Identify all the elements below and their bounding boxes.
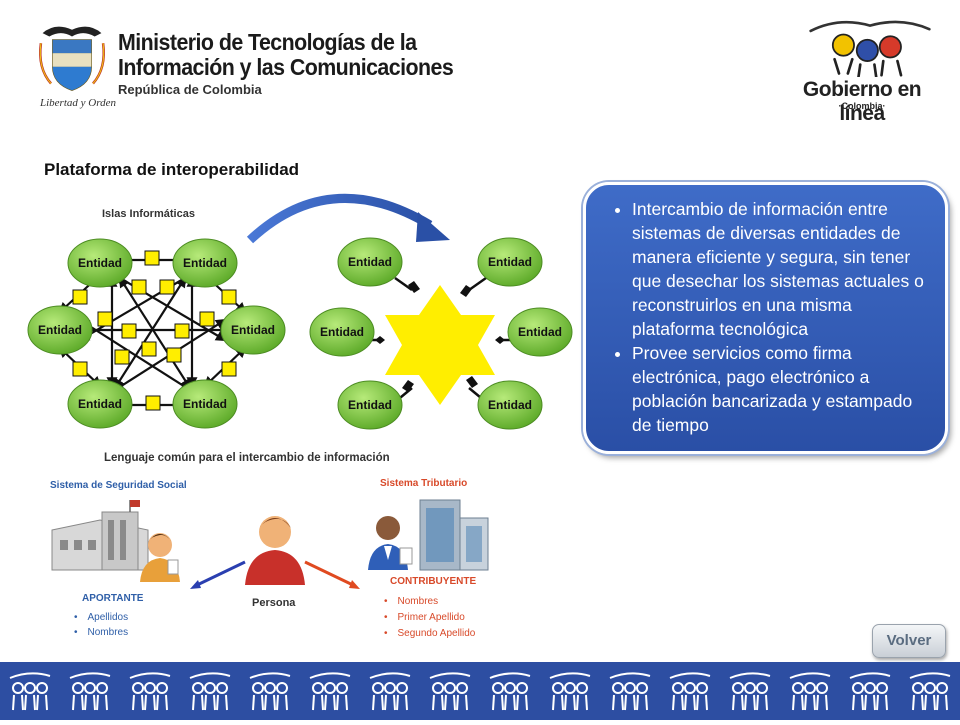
back-button[interactable]: Volver xyxy=(872,624,946,658)
people-pattern-icon xyxy=(9,672,951,711)
footer-people-icon xyxy=(849,672,891,711)
footer-people-icon xyxy=(429,672,471,711)
systems-illustration xyxy=(51,499,489,589)
gel-country: ·Colombia· xyxy=(838,101,886,111)
list-item: Segundo Apellido xyxy=(384,626,476,642)
ministry-subtitle: República de Colombia xyxy=(118,82,262,97)
footer-people-icon xyxy=(129,672,171,711)
page-title: Plataforma de interoperabilidad xyxy=(44,160,300,179)
social-security-title: Sistema de Seguridad Social xyxy=(50,480,187,491)
entity-label: Entidad xyxy=(183,256,227,270)
interoperability-diagram: Entidad Entidad Entidad Entidad Entidad … xyxy=(27,193,573,430)
info-bullet: Provee servicios como firma electrónica,… xyxy=(632,341,931,437)
entity-label: Entidad xyxy=(488,398,532,412)
ministry-line-2: Información y las Comunicaciones xyxy=(118,54,454,80)
persona-label: Persona xyxy=(252,597,296,609)
ministry-name: Ministerio de Tecnologías de la Informac… xyxy=(118,29,478,98)
info-bullet: Intercambio de información entre sistema… xyxy=(632,197,931,341)
entity-label: Entidad xyxy=(320,325,364,339)
building-icon xyxy=(419,499,489,571)
building-icon xyxy=(51,500,149,571)
list-item: Primer Apellido xyxy=(384,610,475,626)
entity-label: Entidad xyxy=(231,323,275,337)
footer-people-icon xyxy=(909,672,951,711)
gel-title: Gobierno en línea xyxy=(802,78,922,125)
entity-label: Entidad xyxy=(518,325,562,339)
gobierno-en-linea-people-icon xyxy=(809,20,931,77)
entity-label: Entidad xyxy=(348,255,392,269)
person-icon xyxy=(140,533,180,582)
person-icon xyxy=(245,516,305,585)
common-language-label: Lenguaje común para el intercambio de in… xyxy=(104,452,390,464)
colombia-coat-of-arms-icon xyxy=(39,26,105,91)
motto: Libertad y Orden xyxy=(40,97,116,109)
entity-label: Entidad xyxy=(183,397,227,411)
list-item: Nombres xyxy=(74,625,129,640)
footer-people-icon xyxy=(69,672,111,711)
tax-system-title: Sistema Tributario xyxy=(380,478,468,489)
entity-label: Entidad xyxy=(78,256,122,270)
ministry-line-1: Ministerio de Tecnologías de la xyxy=(118,29,417,55)
footer-people-icon xyxy=(669,672,711,711)
footer-people-icon xyxy=(189,672,231,711)
footer-people-icon xyxy=(609,672,651,711)
entity-label: Entidad xyxy=(348,398,392,412)
footer-people-icon xyxy=(549,672,591,711)
footer-people-icon xyxy=(249,672,291,711)
footer-people-icon xyxy=(369,672,411,711)
info-box: Intercambio de información entre sistema… xyxy=(583,182,948,454)
footer-band xyxy=(0,662,960,720)
list-item: Apellidos xyxy=(74,610,129,625)
entity-label: Entidad xyxy=(38,323,82,337)
list-item: Nombres xyxy=(384,594,475,610)
contribuyente-fields: Nombres Primer Apellido Segundo Apellido xyxy=(384,594,476,642)
footer-people-icon xyxy=(9,672,51,711)
left-entities xyxy=(27,238,286,429)
footer-people-icon xyxy=(729,672,771,711)
footer-people-icon xyxy=(789,672,831,711)
entity-label: Entidad xyxy=(488,255,532,269)
footer-people-icon xyxy=(309,672,351,711)
aportante-label: APORTANTE xyxy=(82,593,144,604)
entity-label: Entidad xyxy=(78,397,122,411)
contribuyente-label: CONTRIBUYENTE xyxy=(390,576,477,587)
person-icon xyxy=(368,516,413,570)
islands-label: Islas Informáticas xyxy=(102,208,195,220)
aportante-fields: Apellidos Nombres xyxy=(74,610,129,640)
footer-people-icon xyxy=(489,672,531,711)
